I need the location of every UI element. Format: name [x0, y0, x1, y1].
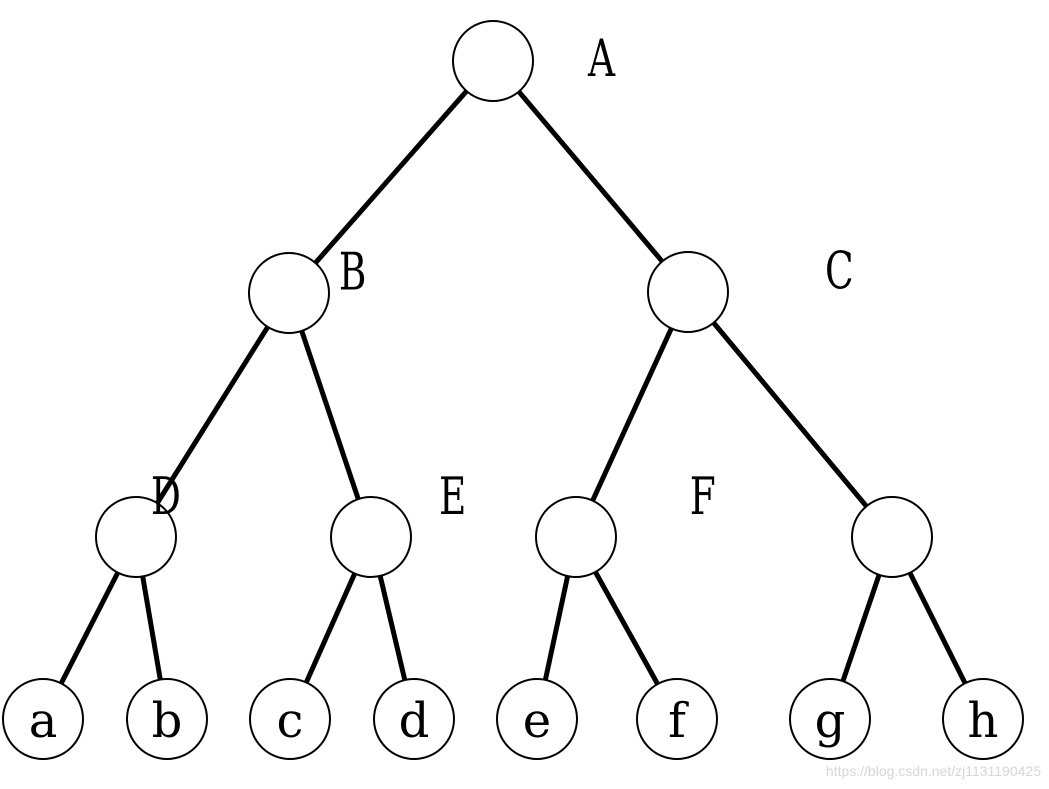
node-c: c — [249, 678, 331, 760]
watermark: https://blog.csdn.net/zj1131190425 — [825, 763, 1041, 779]
node-circle — [535, 496, 617, 578]
node-circle — [249, 678, 331, 760]
edge-F-f — [592, 569, 661, 687]
node-h: h — [942, 678, 1024, 760]
node-circle — [647, 251, 729, 333]
node-circle — [496, 678, 578, 760]
edge-D-a — [58, 570, 121, 686]
edge-D-b — [140, 573, 163, 683]
node-label: A — [587, 28, 616, 89]
node-circle — [452, 20, 534, 102]
node-label: B — [339, 241, 367, 302]
node-label: E — [439, 466, 466, 527]
node-d: d — [373, 678, 455, 760]
node-label: F — [690, 466, 716, 527]
node-circle — [2, 678, 84, 760]
edge-C-G — [711, 320, 869, 509]
node-E: E — [330, 466, 466, 578]
node-circle — [851, 496, 933, 578]
node-circle — [942, 678, 1024, 760]
edge-E-c — [303, 571, 358, 685]
edge-B-D — [154, 324, 271, 506]
node-label: a — [29, 693, 58, 749]
node-label: c — [277, 693, 304, 749]
node-circle — [248, 252, 330, 334]
node-circle — [95, 496, 177, 578]
nodes: A B C D E F Ga b c d e f g h — [2, 20, 1024, 760]
node-label: d — [399, 693, 430, 749]
node-a: a — [2, 678, 84, 760]
node-circle — [636, 678, 718, 760]
node-label: C — [825, 240, 854, 301]
node-circle — [789, 678, 871, 760]
node-f: f — [636, 678, 718, 760]
node-label: D — [151, 466, 181, 527]
node-label: f — [668, 693, 689, 749]
node-B: B — [248, 241, 367, 334]
node-F: F — [535, 466, 716, 578]
node-circle — [373, 678, 455, 760]
node-D: D — [95, 466, 181, 578]
edges — [58, 88, 968, 687]
edge-E-d — [377, 573, 408, 683]
node-b: b — [126, 678, 208, 760]
edge-A-C — [516, 89, 665, 264]
edge-B-E — [299, 328, 361, 502]
node-A: A — [452, 20, 616, 102]
node-G: G — [851, 496, 933, 578]
node-e: e — [496, 678, 578, 760]
node-circle — [330, 496, 412, 578]
node-label: e — [523, 693, 551, 749]
edge-A-B — [312, 88, 470, 266]
node-label: h — [968, 693, 999, 749]
node-g: g — [789, 678, 871, 760]
node-circle — [126, 678, 208, 760]
node-C: C — [647, 240, 854, 333]
edge-G-h — [907, 570, 968, 686]
edge-F-e — [542, 573, 571, 683]
edge-C-F — [590, 325, 674, 504]
node-label: b — [152, 693, 183, 749]
edge-G-g — [840, 572, 882, 684]
node-label: g — [815, 693, 846, 749]
